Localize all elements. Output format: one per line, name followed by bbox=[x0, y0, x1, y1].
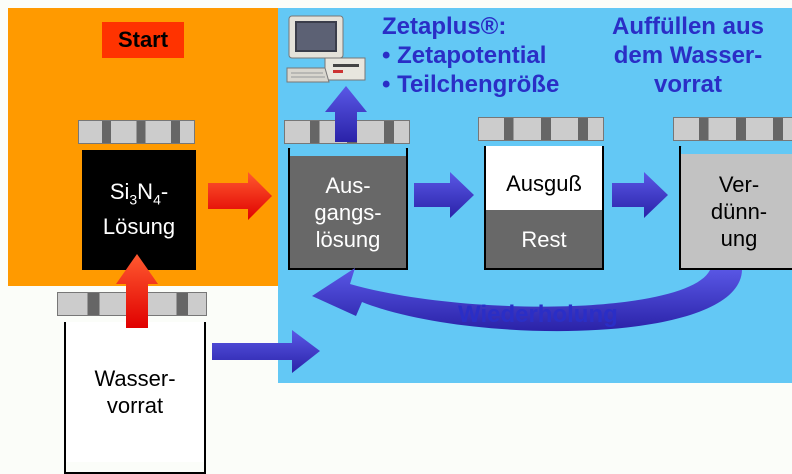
ausguss-label: Ausguß bbox=[486, 146, 602, 210]
device-title: Zetaplus®: bbox=[382, 13, 507, 40]
jar-lid bbox=[78, 120, 195, 144]
arrow-to-verduennung bbox=[612, 172, 668, 218]
device-bullet: • Teilchengröße bbox=[382, 71, 560, 98]
verduennung-container: Ver- dünn- ung bbox=[679, 146, 792, 270]
arrow-to-ausgangsloesung bbox=[208, 172, 272, 220]
refill-note: Auffüllen aus dem Wasser- vorrat bbox=[611, 13, 764, 98]
wasservorrat-container: Wasser- vorrat bbox=[64, 322, 206, 474]
arrow-water-refill bbox=[212, 330, 320, 373]
ausguss-container: Ausguß Rest bbox=[484, 146, 604, 270]
computer-icon bbox=[285, 14, 367, 86]
arrow-water-to-si3n4 bbox=[116, 254, 158, 328]
arrows bbox=[116, 86, 742, 373]
jar-lid bbox=[478, 117, 604, 141]
ausgangsloesung-container: Aus- gangs- lösung bbox=[288, 148, 408, 270]
wasservorrat-label: Wasser- vorrat bbox=[66, 322, 204, 462]
start-label: Start bbox=[102, 22, 184, 58]
verduennung-label: Ver- dünn- ung bbox=[681, 154, 792, 268]
device-heading: Zetaplus®: • Zetapotential • Teilchengrö… bbox=[382, 12, 559, 99]
ausgangsloesung-label: Aus- gangs- lösung bbox=[290, 156, 406, 268]
rest-label: Rest bbox=[486, 210, 602, 268]
device-bullet: • Zetapotential bbox=[382, 42, 547, 69]
arrow-to-measurement bbox=[325, 86, 367, 142]
si3n4-container: Si3N4-Lösung bbox=[82, 150, 196, 270]
si3n4-label: Si3N4-Lösung bbox=[102, 178, 176, 240]
arrow-to-ausguss bbox=[414, 172, 474, 218]
arrow-repeat-loop bbox=[312, 268, 742, 332]
loop-label: Wiederholung bbox=[458, 301, 618, 328]
jar-lid bbox=[673, 117, 792, 141]
